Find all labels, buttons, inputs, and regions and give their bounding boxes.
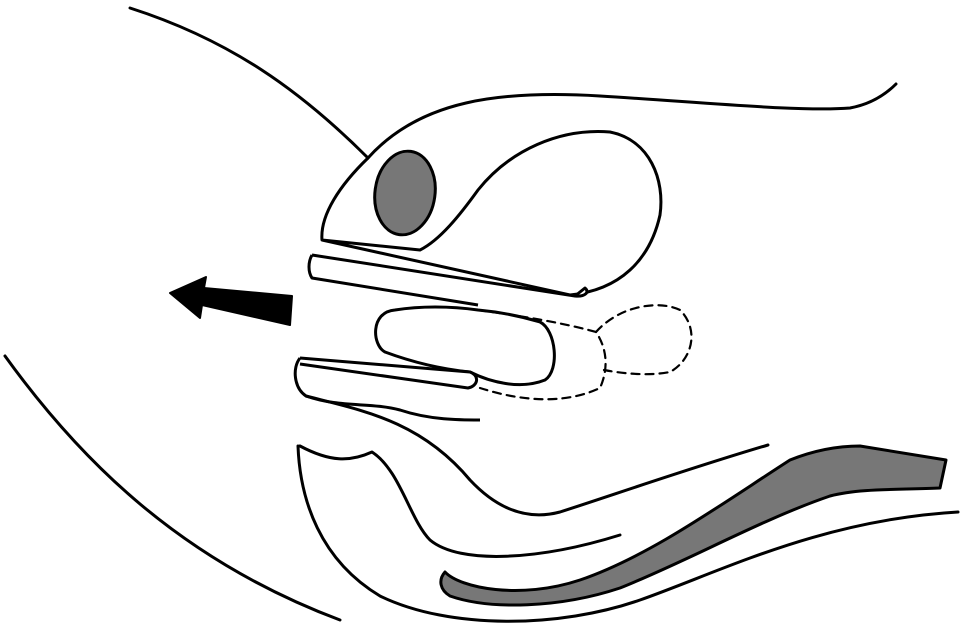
displaced-organ-bulb	[596, 305, 691, 374]
anterior-organ	[322, 132, 661, 295]
upper-body-contour	[130, 8, 368, 158]
pubic-bone	[369, 147, 440, 239]
posterior-inner-contour	[300, 446, 620, 556]
left-arrow-icon	[170, 277, 292, 325]
lower-body-contour	[5, 356, 340, 620]
